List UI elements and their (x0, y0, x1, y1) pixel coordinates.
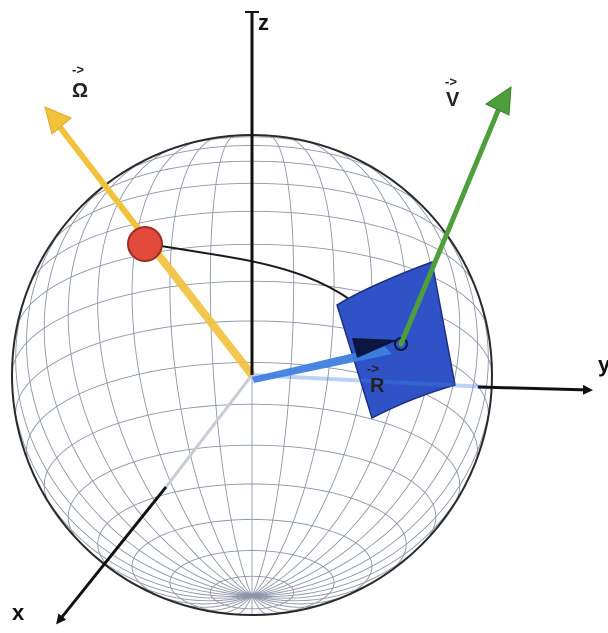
meridian-line (251, 218, 478, 597)
parallel-line (28, 210, 476, 286)
parallel-line (43, 403, 461, 503)
meridian-line (43, 179, 253, 597)
x-axis (56, 486, 168, 625)
parallel-line (122, 145, 382, 174)
position-vector-head (352, 338, 398, 358)
meridian-line (251, 179, 461, 597)
meridian-line (181, 595, 253, 608)
omega-vector (49, 114, 153, 247)
parallel-line (50, 182, 454, 244)
meridian-line (131, 140, 253, 597)
y-axis-label: y (598, 352, 608, 377)
x-axis-label: x (12, 600, 25, 625)
velocity-vector (398, 103, 503, 347)
parallel-line (209, 575, 295, 610)
position-label-arrow: -> (367, 361, 379, 376)
velocity-label: V (446, 89, 460, 111)
velocity-label-arrow: -> (445, 74, 457, 89)
meridian-line (251, 374, 492, 597)
omega-label-arrow: -> (72, 62, 84, 77)
omega-label: Ω (72, 80, 88, 102)
y-axis (251, 373, 488, 389)
meridian-line (251, 595, 323, 608)
y-axis-outer (477, 384, 593, 395)
meridian-line (15, 280, 253, 597)
velocity-vector-head (484, 86, 512, 116)
omega-axis-inner (146, 241, 256, 378)
meridian-line (251, 137, 335, 597)
x-axis-inner (164, 374, 254, 488)
meridian-line (35, 479, 253, 597)
parallel-line (80, 160, 424, 208)
parallel-line (131, 518, 373, 600)
position-label: R (370, 375, 385, 397)
meridian-line (12, 374, 253, 597)
rotation-point (127, 226, 163, 262)
meridian-line (26, 218, 253, 597)
parallel-line (16, 243, 488, 328)
meridian-line (169, 137, 253, 597)
meridian-line (251, 280, 489, 597)
meridian-line (251, 479, 469, 597)
meridian-line (97, 147, 253, 597)
z-axis-label: z (258, 10, 269, 35)
omega-vector-head (44, 106, 72, 135)
parallel-line (97, 483, 407, 575)
